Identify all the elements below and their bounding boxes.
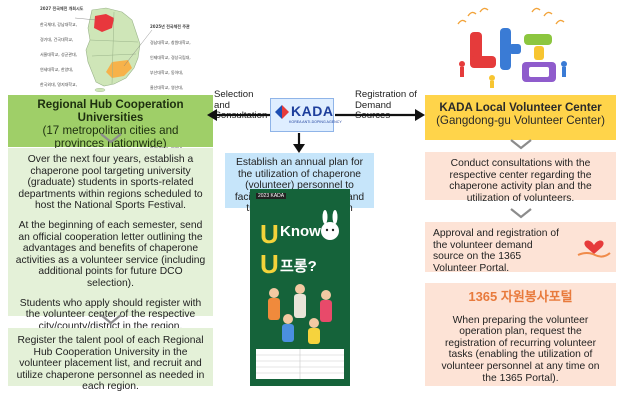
arrow-right-icon bbox=[335, 109, 425, 121]
local-volunteer-center-title-box: KADA Local Volunteer Center (Gangdong-gu… bbox=[425, 95, 616, 140]
poster-prong: 프롱? bbox=[280, 258, 317, 275]
poster-illustration bbox=[256, 210, 344, 379]
operation-plan-text: When preparing the volunteer operation p… bbox=[441, 314, 600, 384]
korea-map-figure: 2027 전국체전 개최시도 한국체대, 강남대학교, 경기대, 건국대학교, … bbox=[40, 4, 205, 195]
legend-2025-item: 창신대학교, 마산대, bbox=[150, 145, 191, 150]
legend-2027-item: 경기대, 건국대학교, bbox=[40, 37, 74, 42]
legend-2027-item: 서울대학교, 성균관대, bbox=[40, 52, 77, 57]
kada-logo-text: KADA bbox=[291, 103, 334, 119]
poster-u-1: U bbox=[260, 219, 279, 249]
chevron-down-icon bbox=[100, 314, 122, 325]
legend-2025-item: 인제대학교, 경상국립대, bbox=[150, 55, 191, 60]
university-pool-box: Over the next four years, establish a ch… bbox=[8, 148, 213, 332]
regional-hub-title: Regional Hub Cooperation Universities bbox=[37, 98, 184, 124]
talent-pool-box: Register the talent pool of each Regiona… bbox=[8, 328, 213, 392]
operation-plan-box: 1365 자원봉사포털 When preparing the volunteer… bbox=[425, 283, 616, 386]
legend-2027-item: 한국외대, 명지대학교, bbox=[40, 82, 77, 87]
legend-2025-title: 2025년 전국체전 주관 bbox=[150, 24, 190, 29]
pool-paragraph-3: Students who apply should register with … bbox=[19, 297, 202, 332]
regional-hub-subtitle-1: (17 metropolitan cities and bbox=[42, 124, 179, 137]
pool-paragraph-2: At the beginning of each semester, send … bbox=[15, 219, 206, 289]
legend-2025-item: 울산대학교, 영산대, bbox=[150, 85, 184, 90]
poster-u-2: U bbox=[260, 249, 279, 279]
chevron-down-icon bbox=[100, 133, 122, 144]
kada-logo-subtext: KOREA ANTI-DOPING AGENCY bbox=[289, 120, 342, 124]
registration-label-line1: Registration of bbox=[355, 89, 417, 100]
local-volunteer-center-subtitle: (Gangdong-gu Volunteer Center) bbox=[436, 114, 605, 127]
heart-hand-icon bbox=[577, 240, 611, 258]
local-volunteer-center-title: KADA Local Volunteer Center bbox=[439, 101, 602, 114]
nanum-logo-graphic bbox=[457, 7, 567, 88]
arrow-left-icon bbox=[207, 109, 270, 121]
poster-know: Know bbox=[280, 223, 321, 240]
arrow-down-icon bbox=[293, 133, 305, 153]
legend-2027-title: 2027 전국체전 개최시도 bbox=[40, 6, 84, 11]
chevron-down-icon bbox=[510, 208, 532, 219]
chevron-down-icon bbox=[510, 139, 532, 150]
legend-2025-item: 경남대학교, 창원대학교, bbox=[150, 40, 191, 45]
approval-text: Approval and registration of the volunte… bbox=[433, 228, 559, 274]
legend-2025-item: 부산대학교, 동아대, bbox=[150, 70, 184, 75]
portal-logo-1365: 1365 자원봉사포털 bbox=[468, 289, 573, 304]
legend-2027-item: 한국체대, 강남대학교, bbox=[40, 22, 77, 27]
consultation-text: Conduct consultations with the respectiv… bbox=[449, 158, 592, 204]
kada-emblem-icon bbox=[275, 105, 289, 119]
regional-hub-title-box: Regional Hub Cooperation Universities (1… bbox=[8, 95, 213, 150]
u-know-poster: 2023 KADA U Know U 프롱? bbox=[250, 189, 350, 386]
consultation-box: Conduct consultations with the respectiv… bbox=[425, 152, 616, 204]
kada-logo: KADA KOREA ANTI-DOPING AGENCY bbox=[270, 98, 342, 132]
korea-map-graphic bbox=[74, 7, 153, 92]
nanum-logo: 나눔 bbox=[452, 6, 572, 88]
selection-label-line1: Selection and bbox=[214, 89, 254, 111]
regional-hub-subtitle-2: provinces nationwide) bbox=[54, 137, 167, 150]
poster-badge: 2023 KADA bbox=[256, 193, 287, 199]
pool-paragraph-1: Over the next four years, establish a ch… bbox=[18, 154, 203, 212]
talent-pool-text: Register the talent pool of each Regiona… bbox=[16, 335, 205, 393]
approval-box: Approval and registration of the volunte… bbox=[425, 222, 616, 274]
legend-2027-item: 연세대학교, 한양대, bbox=[40, 67, 74, 72]
